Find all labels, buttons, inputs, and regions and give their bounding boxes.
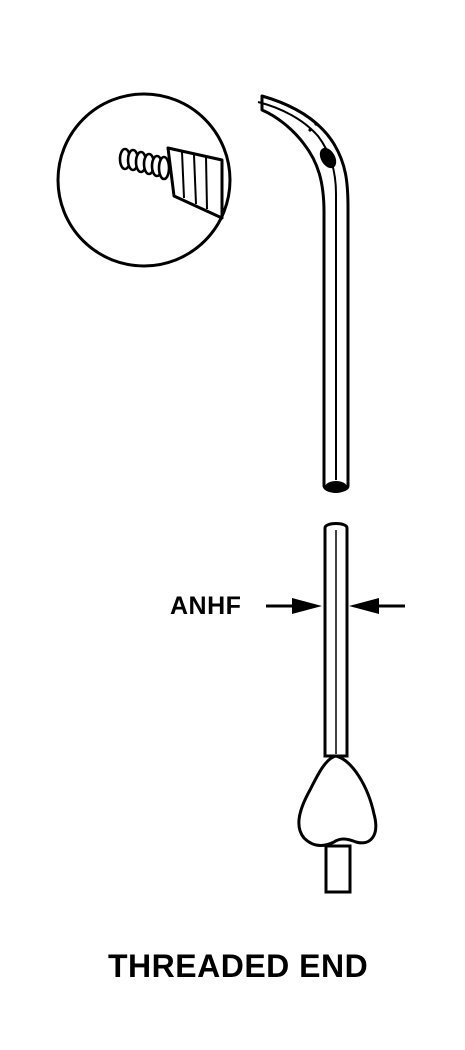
dimension-arrowhead-right [349, 598, 379, 614]
dimension-arrows [266, 598, 405, 614]
dimension-arrowhead-left [292, 598, 322, 614]
diagram-caption: THREADED END [108, 948, 369, 984]
upper-rod [257, 94, 350, 493]
upper-rod-cut-end [325, 481, 347, 493]
handle-stub [324, 844, 352, 894]
handle [297, 754, 378, 894]
detail-fitting-ridges [181, 151, 208, 210]
upper-rod-tip-dot [308, 128, 312, 132]
detail-thread-coils [118, 147, 171, 181]
thread-detail-callout [56, 92, 232, 268]
upper-rod-tip-hole [319, 147, 337, 169]
upper-rod-inner-line [257, 101, 337, 480]
handle-teardrop [297, 754, 378, 847]
detail-circle [56, 92, 232, 268]
lower-rod [323, 522, 349, 758]
upper-rod-tip-dot [314, 122, 318, 126]
dimension-label: ANHF [170, 592, 242, 620]
